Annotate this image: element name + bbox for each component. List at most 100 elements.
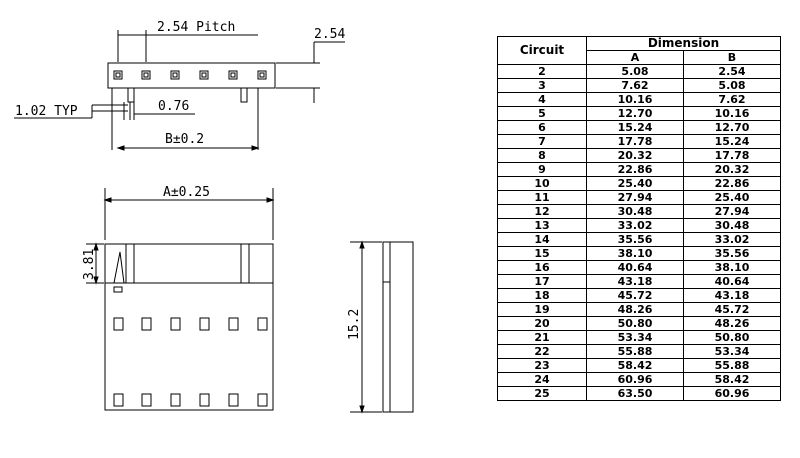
dimension-a-cell: 58.42 (586, 358, 684, 373)
dimension-b-cell: 7.62 (683, 92, 781, 107)
column-a-header: A (586, 50, 684, 65)
dimension-b-cell: 58.42 (683, 372, 781, 387)
circuit-cell: 22 (497, 344, 587, 359)
dimension-b-cell: 45.72 (683, 302, 781, 317)
circuit-cell: 16 (497, 260, 587, 275)
side-view-body (382, 241, 414, 413)
column-b-header: B (683, 50, 781, 65)
circuit-cell: 23 (497, 358, 587, 373)
top-view-body (107, 62, 276, 89)
dimension-b-cell: 33.02 (683, 232, 781, 247)
height-dimension (276, 41, 345, 103)
circuit-header: Circuit (497, 36, 587, 65)
dimension-header: Dimension (586, 36, 781, 51)
dimension-a-cell: 17.78 (586, 134, 684, 149)
circuit-cell: 2 (497, 64, 587, 79)
dimension-b-cell: 48.26 (683, 316, 781, 331)
dimension-a-cell: 35.56 (586, 232, 684, 247)
dimension-b-cell: 25.40 (683, 190, 781, 205)
dimension-b-cell: 22.86 (683, 176, 781, 191)
dimension-a-cell: 55.88 (586, 344, 684, 359)
circuit-cell: 15 (497, 246, 587, 261)
top-view-pins (113, 70, 267, 80)
dimension-b-cell: 30.48 (683, 218, 781, 233)
circuit-cell: 3 (497, 78, 587, 93)
contact-windows-lower (113, 393, 268, 407)
circuit-cell: 9 (497, 162, 587, 177)
circuit-cell: 6 (497, 120, 587, 135)
dimension-a-cell: 38.10 (586, 246, 684, 261)
circuit-cell: 18 (497, 288, 587, 303)
dimension-b-cell: 10.16 (683, 106, 781, 121)
dimension-b-cell: 12.70 (683, 120, 781, 135)
circuit-cell: 13 (497, 218, 587, 233)
circuit-cell: 24 (497, 372, 587, 387)
dimension-a-cell: 45.72 (586, 288, 684, 303)
circuit-cell: 19 (497, 302, 587, 317)
polarization-triangle (113, 251, 125, 284)
top-view-leg (127, 87, 135, 103)
dimension-b-cell: 55.88 (683, 358, 781, 373)
circuit-cell: 21 (497, 330, 587, 345)
dimension-b-cell: 43.18 (683, 288, 781, 303)
dimension-b-cell: 27.94 (683, 204, 781, 219)
circuit-cell: 7 (497, 134, 587, 149)
front-view (86, 188, 275, 411)
dimension-a-cell: 27.94 (586, 190, 684, 205)
dimension-a-cell: 48.26 (586, 302, 684, 317)
circuit-cell: 25 (497, 386, 587, 401)
dimension-a-cell: 40.64 (586, 260, 684, 275)
dimension-a-cell: 60.96 (586, 372, 684, 387)
pitch-label: 2.54 Pitch (157, 20, 235, 35)
circuit-cell: 14 (497, 232, 587, 247)
dimension-a-cell: 53.34 (586, 330, 684, 345)
dimension-a-cell: 63.50 (586, 386, 684, 401)
dimension-b-cell: 2.54 (683, 64, 781, 79)
dimension-a-cell: 25.40 (586, 176, 684, 191)
front-view-body (104, 243, 274, 411)
dimension-b-cell: 53.34 (683, 344, 781, 359)
top-view (107, 62, 276, 150)
dimension-a-cell: 5.08 (586, 64, 684, 79)
circuit-cell: 17 (497, 274, 587, 289)
body-height-label: 15.2 (347, 309, 362, 340)
circuit-cell: 12 (497, 204, 587, 219)
dimension-b-cell: 35.56 (683, 246, 781, 261)
dimension-b-cell: 15.24 (683, 134, 781, 149)
latch-height-label: 3.81 (82, 249, 97, 280)
circuit-cell: 8 (497, 148, 587, 163)
circuit-cell: 10 (497, 176, 587, 191)
contact-windows-upper (113, 317, 268, 331)
pin-width-label: 1.02 TYP (15, 104, 78, 119)
dimension-a-cell: 30.48 (586, 204, 684, 219)
dimension-a-cell: 7.62 (586, 78, 684, 93)
pin-thickness-label: 0.76 (158, 99, 189, 114)
circuit-cell: 20 (497, 316, 587, 331)
dimension-a-cell: 12.70 (586, 106, 684, 121)
dimension-a-cell: 15.24 (586, 120, 684, 135)
dimension-b-cell: 50.80 (683, 330, 781, 345)
circuit-cell: 4 (497, 92, 587, 107)
dimension-b-cell: 17.78 (683, 148, 781, 163)
dimension-b-cell: 60.96 (683, 386, 781, 401)
